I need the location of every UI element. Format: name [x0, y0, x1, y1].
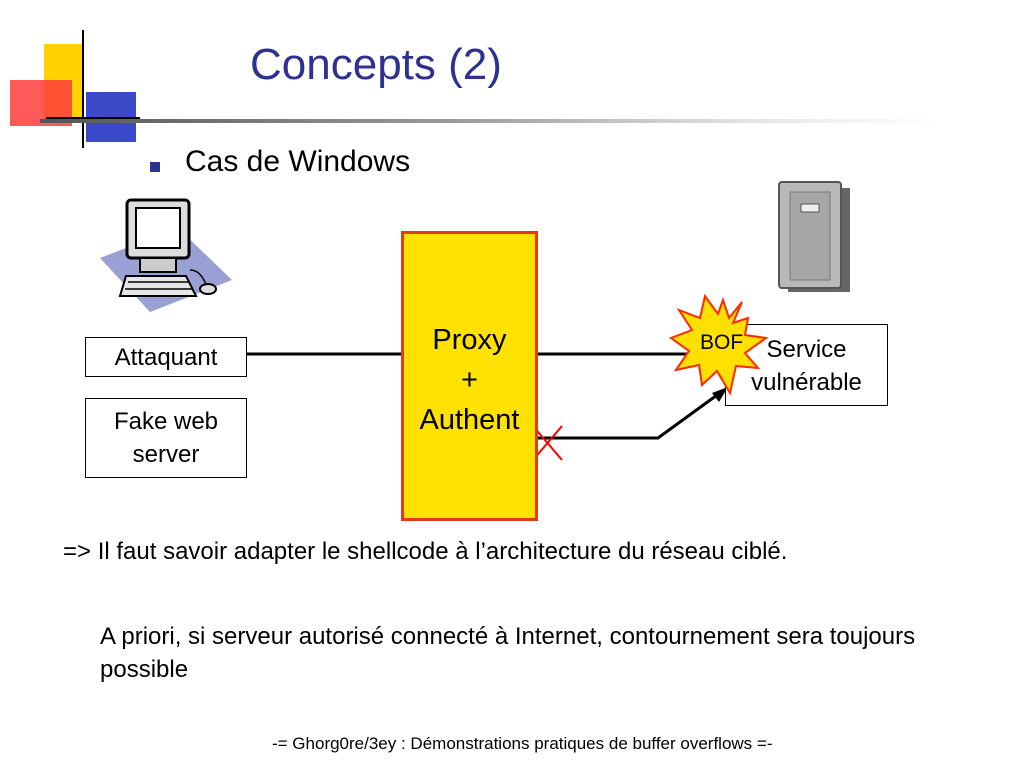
attacker-box: Attaquant — [85, 337, 247, 377]
slide-footer: -= Ghorg0re/3ey : Démonstrations pratiqu… — [272, 734, 773, 753]
proxy-box: Proxy + Authent — [401, 231, 538, 521]
proxy-line-3: Authent — [419, 404, 520, 436]
title-divider — [40, 119, 940, 123]
corner-logo-icon — [10, 30, 140, 148]
explosion-burst-icon — [668, 293, 769, 396]
computer-icon — [100, 198, 232, 312]
note-paragraph: A priori, si serveur autorisé connecté à… — [100, 623, 916, 683]
bullet-square-icon — [150, 162, 160, 172]
conclusion-line: => Il faut savoir adapter le shellcode à… — [63, 538, 788, 565]
server-tower-icon — [778, 181, 850, 292]
slide-title: Concepts (2) — [250, 40, 502, 89]
bullet-text: Cas de Windows — [185, 145, 411, 178]
proxy-line-1: Proxy — [432, 324, 507, 356]
proxy-line-2: + — [461, 364, 478, 396]
fake-web-server-box: Fake web server — [85, 398, 247, 478]
bof-label: BOF — [700, 331, 744, 354]
